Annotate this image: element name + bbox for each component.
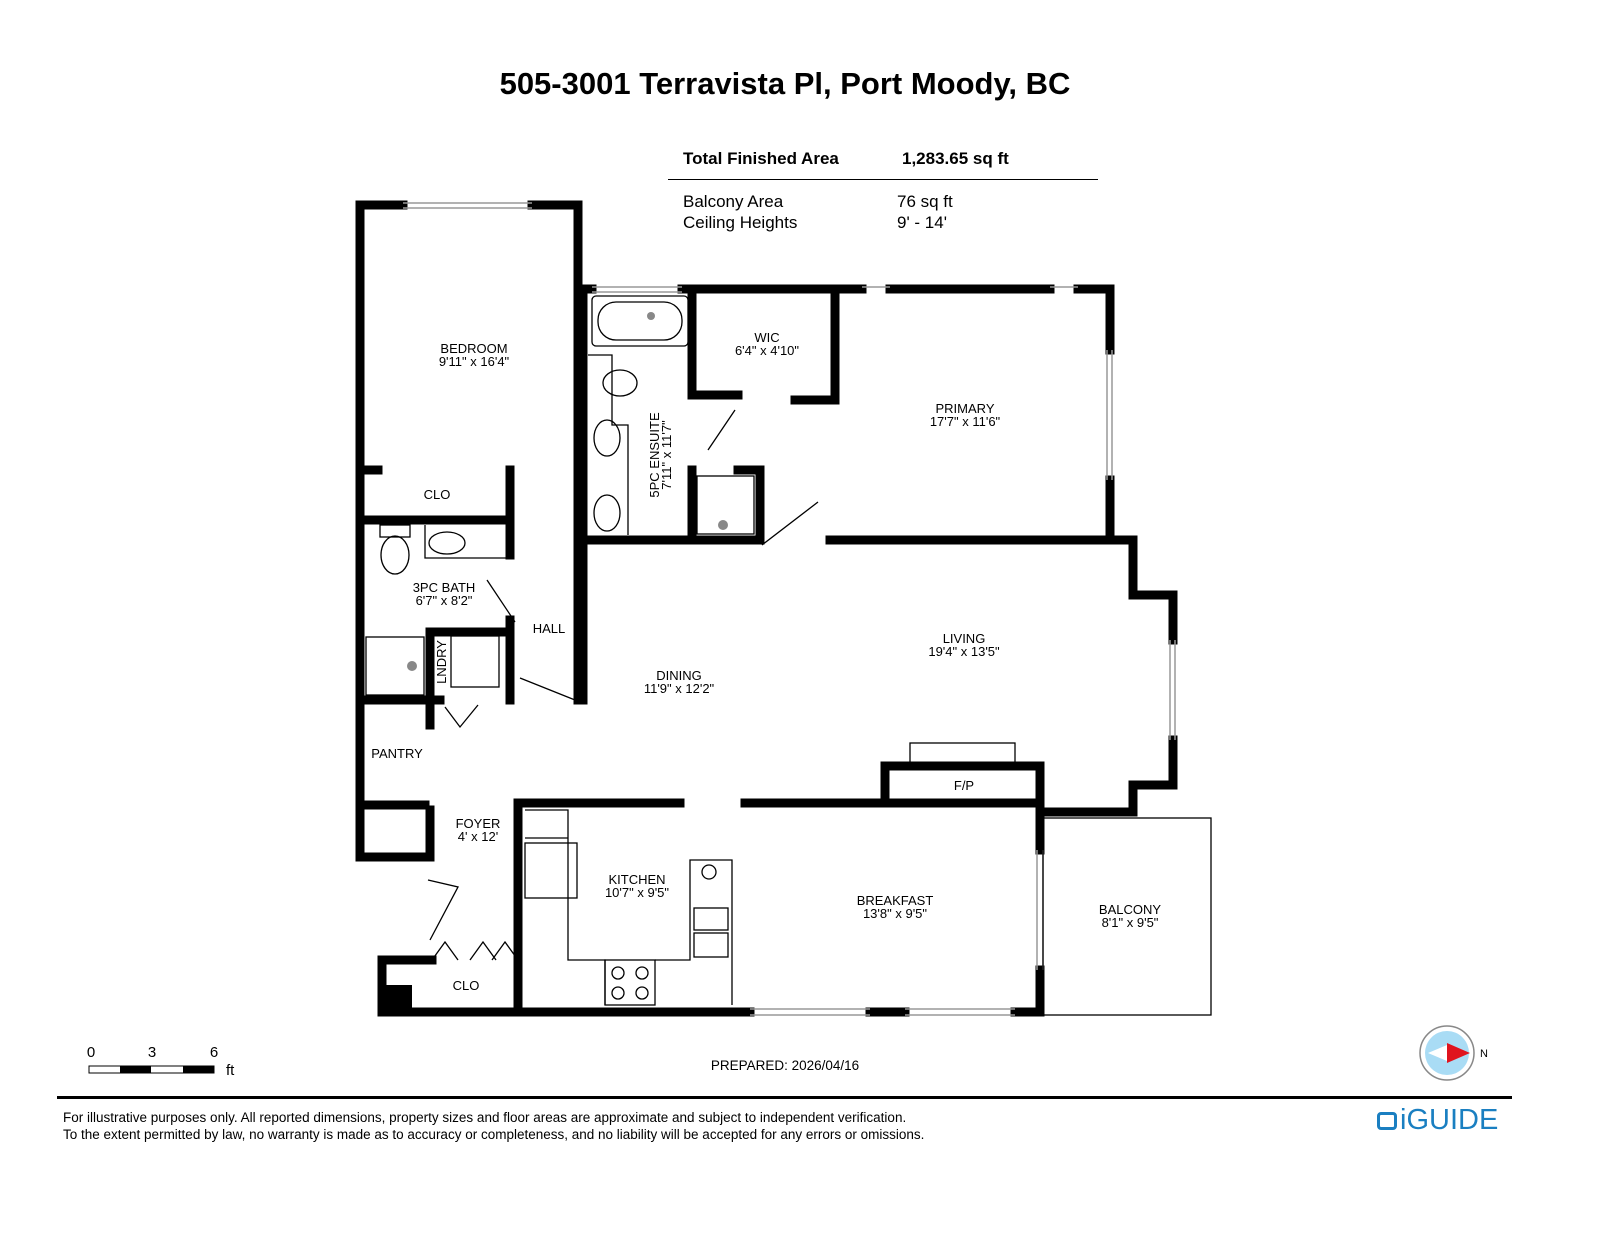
room-labels: BEDROOM 9'11" x 16'4" CLO WIC 6'4" x 4'1… xyxy=(371,330,1161,993)
room-living-dims: 19'4" x 13'5" xyxy=(928,644,1000,659)
compass-north-label: N xyxy=(1480,1048,1488,1060)
disclaimer-line-2: To the extent permitted by law, no warra… xyxy=(63,1127,925,1142)
camera-icon xyxy=(1377,1111,1397,1130)
room-living: LIVING xyxy=(943,631,986,646)
room-bedroom-dims: 9'11" x 16'4" xyxy=(439,354,510,369)
room-primary-dims: 17'7" x 11'6" xyxy=(930,414,1001,429)
disclaimer-line-1: For illustrative purposes only. All repo… xyxy=(63,1110,907,1125)
room-bath: 3PC BATH xyxy=(413,580,476,595)
room-laundry: LNDRY xyxy=(434,640,449,684)
footer-divider xyxy=(57,1096,1512,1099)
room-dining: DINING xyxy=(656,668,702,683)
compass-icon: N xyxy=(1419,1025,1488,1081)
page-title: 505-3001 Terravista Pl, Port Moody, BC xyxy=(499,66,1071,101)
iguide-logo: iGUIDE xyxy=(1377,1104,1498,1137)
scale-unit: ft xyxy=(226,1062,235,1079)
room-closet-foyer: CLO xyxy=(453,978,480,993)
room-wic-dims: 6'4" x 4'10" xyxy=(735,343,799,358)
room-ensuite-dims: 7'11" x 11'7" xyxy=(659,420,674,490)
prepared-date: PREPARED: 2026/04/16 xyxy=(710,1058,860,1073)
ceiling-heights-label: Ceiling Heights xyxy=(683,213,798,232)
scale-tick-6: 6 xyxy=(210,1044,218,1061)
room-dining-dims: 11'9" x 12'2" xyxy=(644,681,715,696)
balcony-area-value: 76 sq ft xyxy=(897,192,953,211)
total-area-label: Total Finished Area xyxy=(683,149,839,168)
room-closet: CLO xyxy=(424,487,451,502)
walls xyxy=(355,200,1178,1017)
room-bath-dims: 6'7" x 8'2" xyxy=(416,593,473,608)
room-foyer: FOYER xyxy=(456,816,501,831)
scale-bar: 0 3 6 ft xyxy=(87,1044,235,1079)
room-pantry: PANTRY xyxy=(371,746,423,761)
room-wic: WIC xyxy=(754,330,779,345)
fixtures xyxy=(365,295,1212,1016)
room-fireplace: F/P xyxy=(954,778,974,793)
room-kitchen-dims: 10'7" x 9'5" xyxy=(605,885,669,900)
brand-name: iGUIDE xyxy=(1400,1104,1499,1136)
balcony-area-label: Balcony Area xyxy=(683,192,784,211)
scale-tick-3: 3 xyxy=(148,1044,156,1061)
room-bedroom: BEDROOM xyxy=(440,341,507,356)
summary-divider xyxy=(668,179,1098,180)
room-kitchen: KITCHEN xyxy=(608,872,665,887)
room-breakfast-dims: 13'8" x 9'5" xyxy=(863,906,927,921)
room-balcony: BALCONY xyxy=(1099,902,1161,917)
room-ensuite: 5PC ENSUITE xyxy=(647,412,662,498)
room-foyer-dims: 4' x 12' xyxy=(458,829,498,844)
room-breakfast: BREAKFAST xyxy=(857,893,934,908)
room-primary: PRIMARY xyxy=(936,401,995,416)
room-balcony-dims: 8'1" x 9'5" xyxy=(1102,915,1159,930)
room-hall: HALL xyxy=(533,621,566,636)
scale-tick-0: 0 xyxy=(87,1044,95,1061)
ceiling-heights-value: 9' - 14' xyxy=(897,213,947,232)
total-area-value: 1,283.65 sq ft xyxy=(902,149,1009,168)
